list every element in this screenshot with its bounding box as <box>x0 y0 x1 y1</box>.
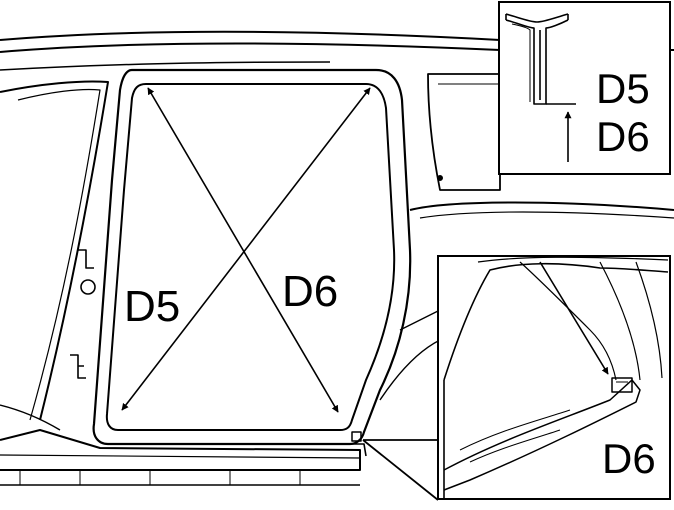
body-side-panel <box>0 30 674 486</box>
label-d5-main: D5 <box>124 282 181 331</box>
inset-top-right-frame <box>498 1 671 175</box>
label-d6-detail: D6 <box>602 435 656 482</box>
inset-top-right-profile <box>505 13 576 105</box>
inset-bottom-right-arrow <box>539 261 609 375</box>
label-d6-inset: D6 <box>596 113 650 160</box>
inset-bottom-right-detail <box>443 256 669 498</box>
measurement-diagonals <box>121 87 371 413</box>
label-d5-inset: D5 <box>596 65 650 112</box>
diagonal-d6-line <box>121 87 371 411</box>
inset-callout-leader <box>362 439 439 501</box>
diagonal-d5-line <box>147 87 339 413</box>
label-d6-main: D6 <box>282 267 339 316</box>
